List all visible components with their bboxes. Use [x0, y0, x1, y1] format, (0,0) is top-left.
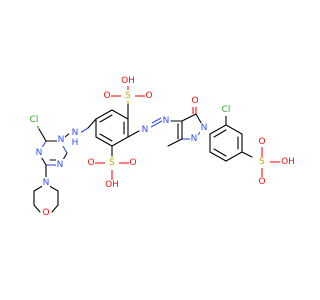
- atom-n-triazine-top: N: [58, 135, 65, 145]
- atom-o-morpholine: O: [42, 208, 49, 218]
- atom-n-morpholine: N: [43, 178, 50, 188]
- atom-cl-phenyl: Cl: [222, 105, 231, 115]
- molecule-structure: Cl N N N N H N O S OH O O S OH O O N N O…: [29, 76, 295, 218]
- atom-n-amino: N: [72, 128, 79, 138]
- atom-s-bottom-oh: OH: [105, 180, 119, 190]
- atom-n-pyrazolone-2: N: [191, 134, 198, 144]
- atom-o-pyrazolone: O: [191, 96, 198, 106]
- atom-n-azo-1: N: [142, 125, 149, 135]
- atom-n-triazine-bottom: N: [57, 160, 64, 170]
- chlorophenyl-ring: [209, 124, 243, 162]
- atom-h-amino: H: [72, 138, 79, 148]
- atom-s-top: S: [125, 91, 131, 101]
- atom-s-bottom: S: [109, 158, 115, 168]
- atom-s-right-o2: O: [258, 177, 265, 187]
- atom-s-bottom-o1: O: [87, 158, 94, 168]
- atom-n-pyrazolone-1: N: [201, 123, 208, 133]
- central-benzene-ring: [95, 109, 129, 147]
- atom-s-right: S: [259, 157, 265, 167]
- atom-s-top-o1: OH: [121, 76, 135, 86]
- atom-n-azo-2: N: [163, 116, 170, 126]
- atom-s-right-oh: OH: [281, 157, 295, 167]
- atom-s-top-o3: O: [145, 91, 152, 101]
- atom-s-top-o2: O: [103, 91, 110, 101]
- atom-s-right-o1: O: [258, 137, 265, 147]
- atom-n-triazine-left: N: [36, 148, 43, 158]
- atom-s-bottom-o2: O: [129, 158, 136, 168]
- atom-cl-triazine: Cl: [30, 115, 39, 125]
